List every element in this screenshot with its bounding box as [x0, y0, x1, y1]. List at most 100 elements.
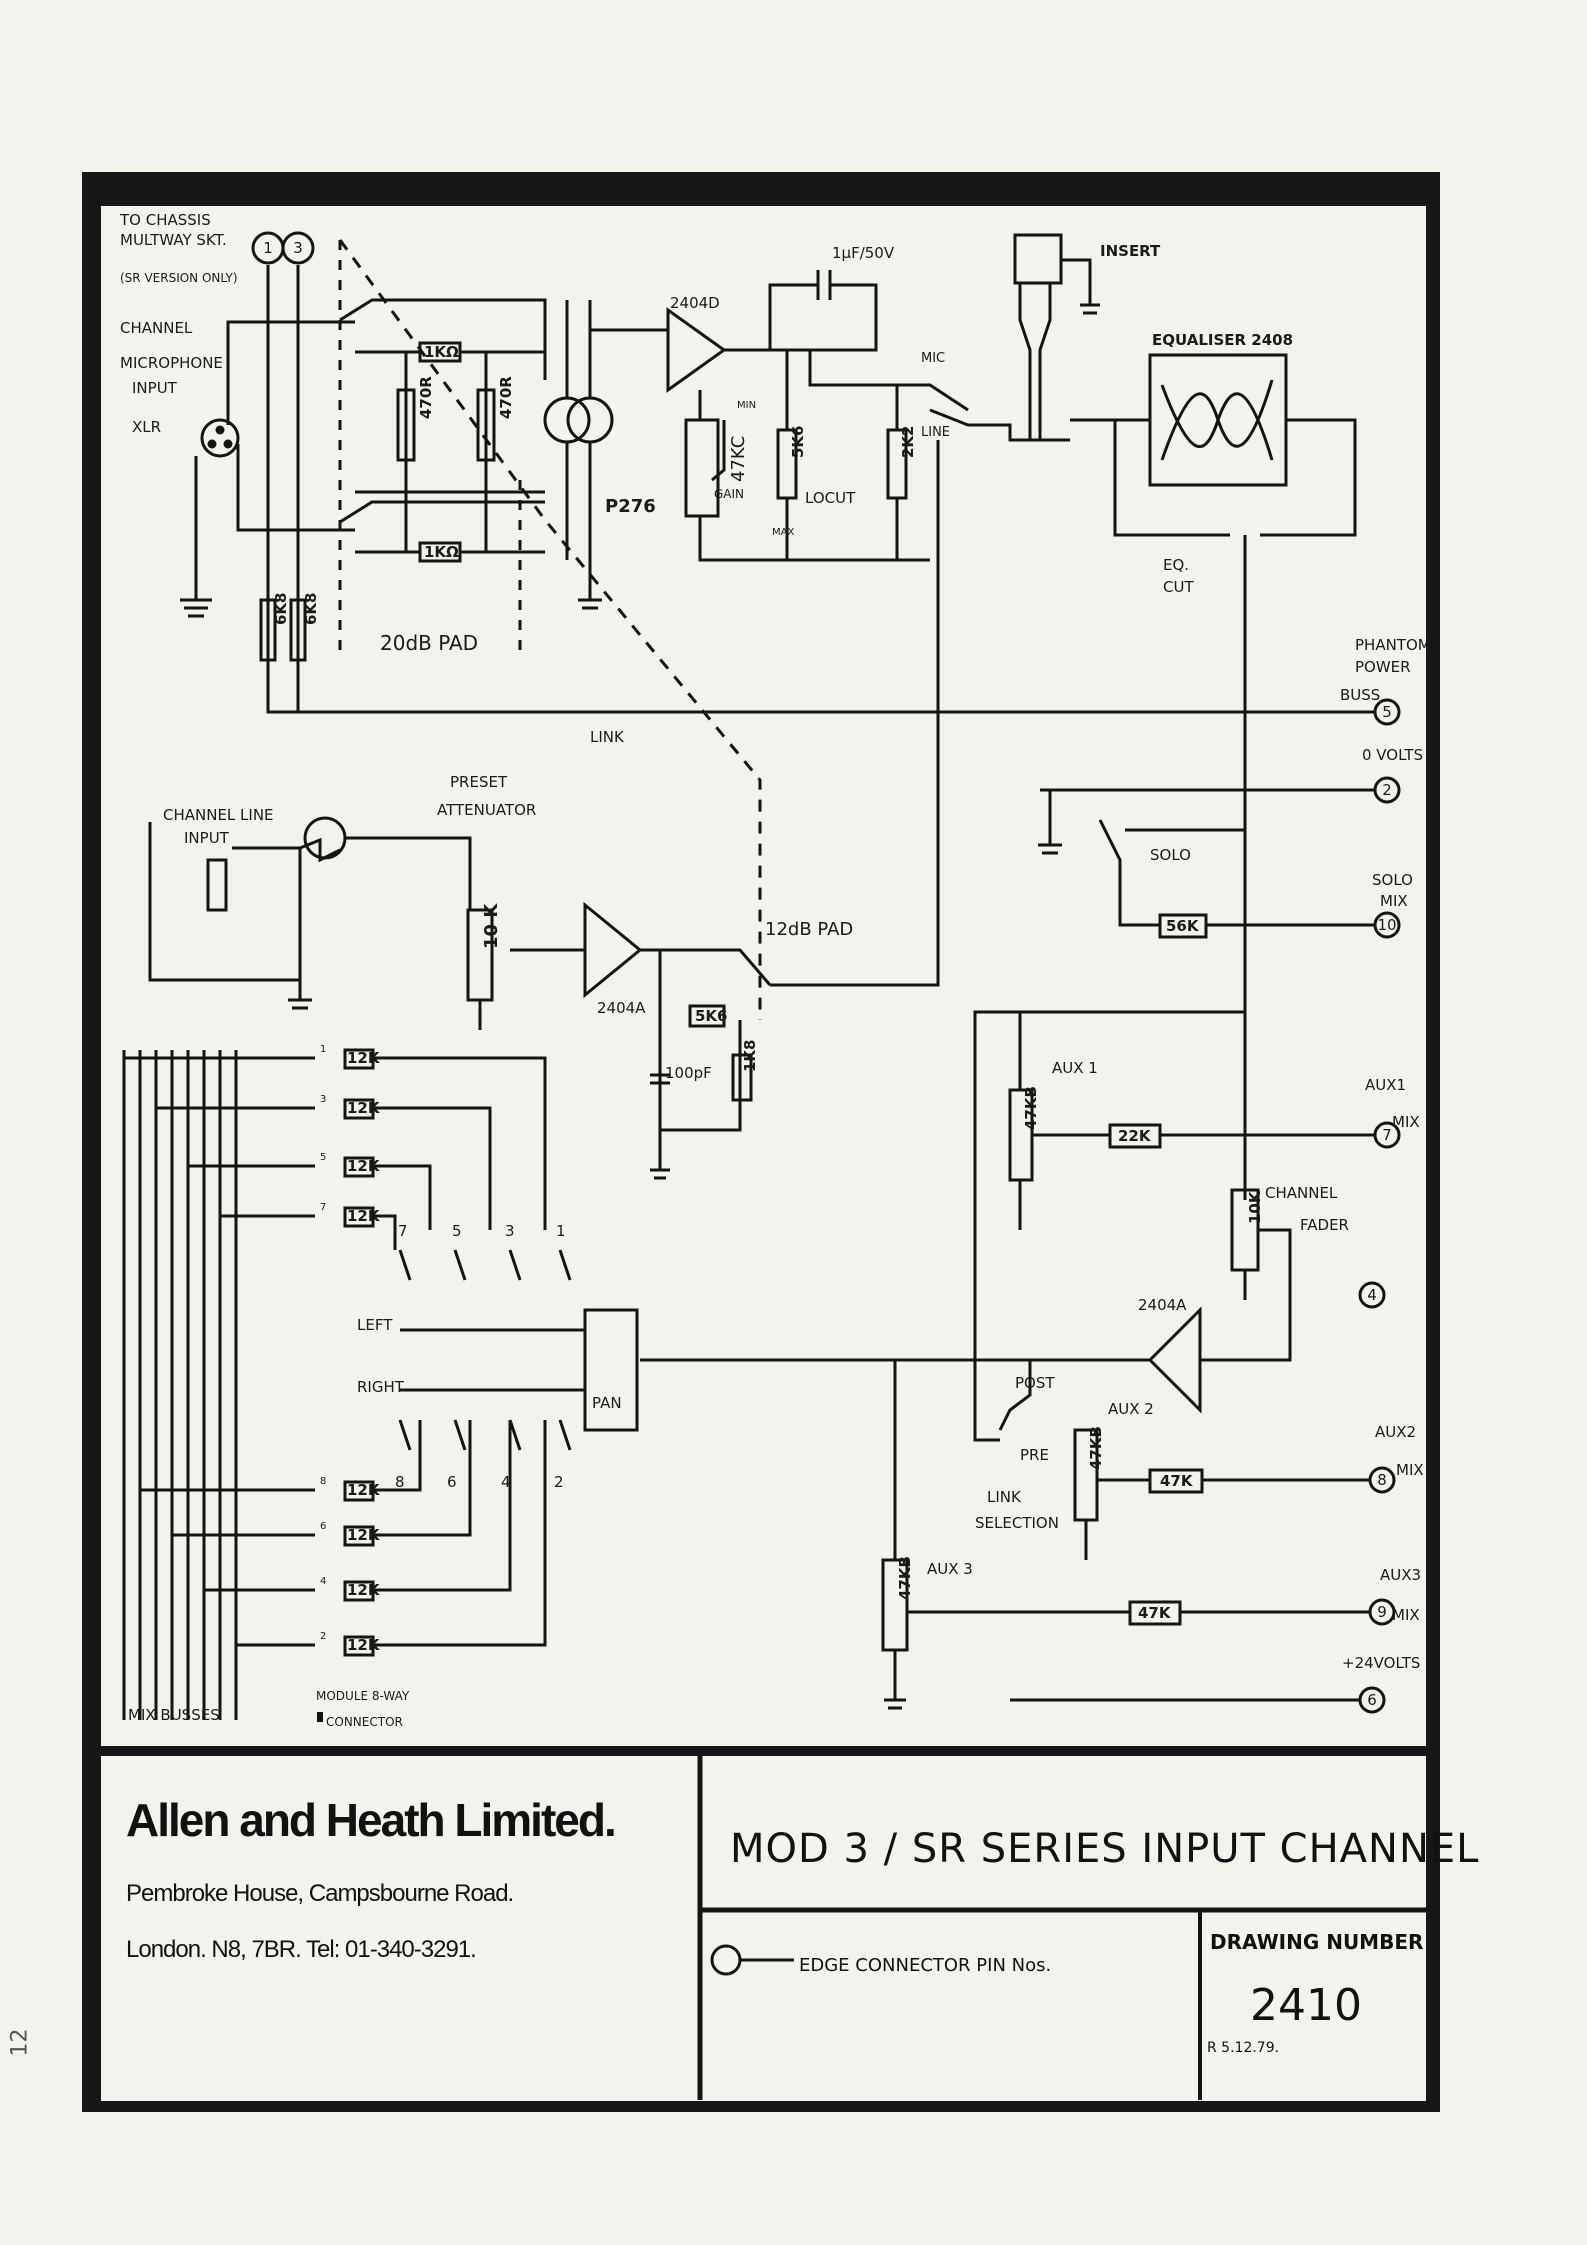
preamp-label: 2404D	[670, 294, 720, 312]
channel-fader-2: FADER	[1300, 1216, 1349, 1234]
zero-volts-label: 0 VOLTS	[1362, 746, 1423, 764]
aux2-mix-2: MIX	[1396, 1461, 1424, 1479]
bus-number-1: 1	[320, 1044, 326, 1055]
r-12k-bus3: 12K	[347, 1099, 381, 1117]
solo-mix-1: SOLO	[1372, 871, 1413, 889]
pin-6	[1358, 1686, 1386, 1714]
pin-3-number: 3	[293, 239, 303, 257]
aux3-label: AUX 3	[927, 1560, 973, 1578]
pin-8	[1368, 1466, 1396, 1494]
company-address-1: Pembroke House, Campsbourne Road.	[126, 1880, 514, 1907]
fader-amp-label: 2404A	[1138, 1296, 1187, 1314]
solo-label: SOLO	[1150, 846, 1191, 864]
pad-12db-label: 12dB PAD	[765, 919, 853, 940]
eq-cut-2: CUT	[1163, 578, 1194, 596]
channel-fader-1: CHANNEL	[1265, 1184, 1338, 1202]
mic-input-4: XLR	[132, 418, 161, 436]
phantom-3: BUSS	[1340, 686, 1380, 704]
aux1-mix-1: AUX1	[1365, 1076, 1406, 1094]
r-47kb-aux2: 47KB	[1087, 1426, 1105, 1470]
bus-number-7: 7	[320, 1202, 326, 1213]
r-5k6b: 5K6	[695, 1007, 728, 1025]
phantom-1: PHANTOM	[1355, 636, 1431, 654]
r-12k-bus4: 12K	[347, 1581, 381, 1599]
company-name: Allen and Heath Limited.	[126, 1794, 617, 1846]
switch-number-8: 8	[395, 1473, 405, 1491]
link-selection-2: SELECTION	[975, 1514, 1059, 1532]
r-47kb-aux3: 47KB	[896, 1556, 914, 1600]
bus-number-4: 4	[320, 1576, 326, 1587]
pin-1-number: 1	[263, 239, 273, 257]
page-number: 12	[7, 2028, 33, 2057]
transformer-label: P276	[605, 496, 656, 517]
chassis-note-3: (SR VERSION ONLY)	[120, 271, 238, 285]
post-label: POST	[1015, 1374, 1055, 1392]
r-1k0-bottom: 1KΩ	[424, 543, 459, 561]
aux2-mix-1: AUX2	[1375, 1423, 1416, 1441]
mic-input-2: MICROPHONE	[120, 354, 223, 372]
module-connector-2: CONNECTOR	[326, 1715, 403, 1729]
r-12k-bus6: 12K	[347, 1526, 381, 1544]
aux3-mix-1: AUX3	[1380, 1566, 1421, 1584]
equaliser-label: EQUALISER 2408	[1152, 331, 1293, 349]
solo-mix-2: MIX	[1380, 892, 1408, 910]
bus-number-8: 8	[320, 1476, 326, 1487]
chassis-note-1: TO CHASSIS	[119, 211, 211, 229]
pin-10	[1373, 911, 1401, 939]
right-label: RIGHT	[357, 1378, 405, 1396]
switch-number-1: 1	[556, 1222, 566, 1240]
pin-5	[1373, 698, 1401, 726]
gain-max-label: MAX	[772, 527, 794, 538]
r-47k-aux3: 47K	[1138, 1604, 1172, 1622]
mic-input-1: CHANNEL	[120, 319, 193, 337]
r-1k0-top: 1KΩ	[424, 343, 459, 361]
pin-9-number: 9	[1377, 1603, 1387, 1621]
capacitor-label: 1µF/50V	[832, 244, 895, 262]
mic-input-3: INPUT	[132, 379, 178, 397]
r-47kb-aux1: 47KB	[1022, 1086, 1040, 1130]
r-1k8: 1K8	[741, 1040, 759, 1073]
r-12k-bus1: 12K	[347, 1049, 381, 1067]
drawing-number-label: DRAWING NUMBER	[1210, 1930, 1424, 1954]
gain-label: GAIN	[714, 487, 744, 501]
pre-label: PRE	[1020, 1446, 1049, 1464]
eq-cut-1: EQ.	[1163, 556, 1189, 574]
bus-number-3: 3	[320, 1094, 326, 1105]
pin-9	[1368, 1598, 1396, 1626]
preset-2: ATTENUATOR	[437, 801, 536, 819]
bus-number-6: 6	[320, 1521, 326, 1532]
gain-pot-label: 47KC	[728, 436, 749, 482]
company-address-2: London. N8, 7BR. Tel: 01-340-3291.	[126, 1936, 477, 1963]
pin-7	[1373, 1121, 1401, 1149]
aux1-mix-2: MIX	[1392, 1113, 1420, 1131]
r-6k8-b: 6K8	[302, 593, 320, 626]
switch-number-4: 4	[501, 1473, 511, 1491]
r-12k-bus7: 12K	[347, 1207, 381, 1225]
r-12k-bus2: 12K	[347, 1636, 381, 1654]
switch-number-7: 7	[398, 1222, 408, 1240]
locut-label: LOCUT	[805, 489, 856, 507]
line-input-2: INPUT	[184, 829, 230, 847]
insert-label: INSERT	[1100, 242, 1161, 260]
switch-number-2: 2	[554, 1473, 564, 1491]
mix-busses-label: MIX BUSSES	[128, 1706, 220, 1724]
pad-20db-label: 20dB PAD	[380, 631, 478, 655]
bus-number-5: 5	[320, 1152, 326, 1163]
r-56k: 56K	[1166, 917, 1200, 935]
link-selection-1: LINK	[987, 1488, 1022, 1506]
pin-10-number: 10	[1377, 916, 1396, 934]
bus-number-2: 2	[320, 1631, 326, 1642]
pin-legend: EDGE CONNECTOR PIN Nos.	[799, 1955, 1052, 1976]
link-label: LINK	[590, 728, 625, 746]
line-label: LINE	[921, 425, 950, 440]
line-amp-label: 2404A	[597, 999, 646, 1017]
drawing-title: MOD 3 / SR SERIES INPUT CHANNEL	[730, 1826, 1480, 1872]
title-block	[101, 1756, 1426, 2101]
r-10k-fader: 10K	[1246, 1190, 1264, 1224]
aux3-mix-2: MIX	[1392, 1606, 1420, 1624]
module-connector-1: MODULE 8-WAY	[316, 1689, 410, 1703]
pin-5-number: 5	[1382, 703, 1392, 721]
revision-date: R 5.12.79.	[1207, 2040, 1280, 2056]
r-470r-a: 470R	[417, 376, 435, 419]
